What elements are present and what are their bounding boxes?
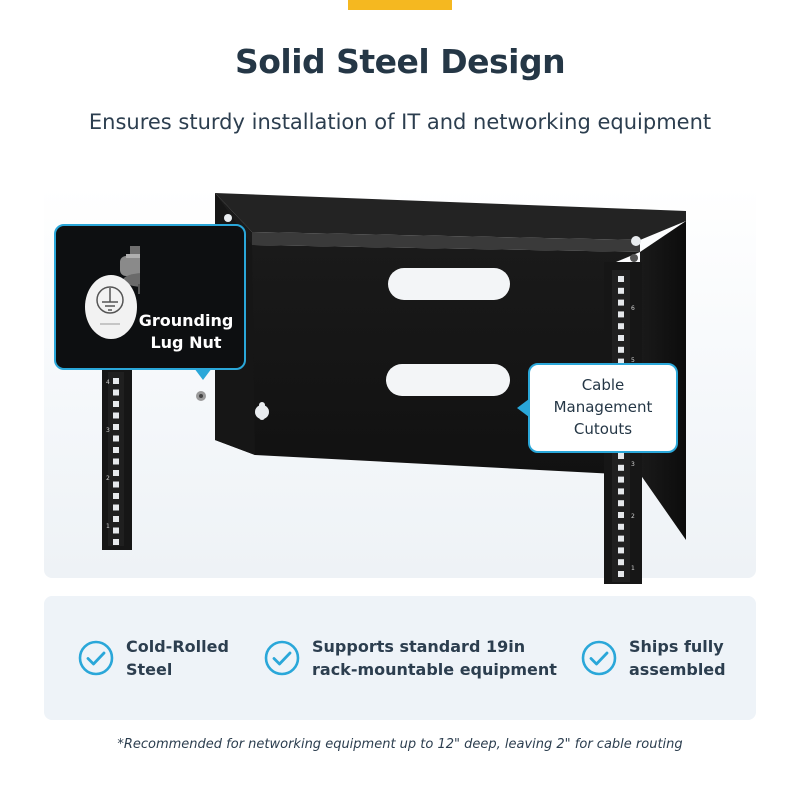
rail-unit-number: 6 — [631, 305, 635, 312]
accent-bar — [348, 0, 452, 10]
rail-hole — [113, 389, 119, 396]
lug-nut-icon — [120, 246, 140, 294]
rail-hole — [113, 539, 119, 545]
rail-hole — [113, 481, 119, 488]
rail-hole — [113, 378, 119, 384]
rail-unit-number: 2 — [631, 513, 635, 520]
rail-hole — [618, 559, 624, 566]
callout-pointer — [517, 399, 529, 417]
rail-hole — [618, 547, 624, 554]
rail-unit-number: 2 — [106, 475, 110, 482]
page-title: Solid Steel Design — [234, 42, 566, 81]
cable-management-label: Cable Management Cutouts — [553, 376, 653, 438]
rail-hole — [618, 488, 624, 495]
grounding-lug-label: Grounding Lug Nut — [138, 311, 234, 352]
rail-unit-number: 4 — [106, 379, 110, 386]
rail-hole — [618, 346, 624, 353]
rail-unit-number: 5 — [631, 357, 635, 364]
rail-hole — [113, 401, 119, 407]
check-circle-icon — [581, 640, 617, 676]
page-subtitle: Ensures sturdy installation of IT and ne… — [88, 110, 712, 134]
rail-hole — [113, 458, 119, 465]
rail-hole — [113, 470, 119, 476]
rail-unit-number: 3 — [106, 427, 110, 434]
ground-symbol-icon — [85, 275, 137, 339]
callout-pointer — [194, 368, 212, 380]
rail-hole — [113, 424, 119, 430]
rail-hole — [618, 276, 624, 282]
feature-text: Ships fully assembled — [629, 637, 726, 679]
rail-hole — [618, 287, 624, 294]
rail-hole — [618, 500, 624, 507]
check-circle-icon — [78, 640, 114, 676]
feature-text: Cold-Rolled Steel — [126, 637, 229, 679]
feature-ships-assembled: Ships fully assembled — [581, 596, 726, 720]
rail-hole — [618, 571, 624, 577]
cable-management-callout: Cable Management Cutouts — [517, 363, 678, 453]
rail-hole — [618, 335, 624, 341]
rail-hole — [618, 453, 624, 459]
footnote: *Recommended for networking equipment up… — [117, 737, 683, 752]
feature-19in-support: Supports standard 19in rack-mountable eq… — [264, 596, 557, 720]
feature-cold-rolled-steel: Cold-Rolled Steel — [78, 596, 229, 720]
rail-hole — [618, 523, 624, 530]
rail-unit-number: 3 — [631, 461, 635, 468]
rail-hole — [618, 512, 624, 518]
rail-unit-number: 1 — [106, 523, 110, 530]
rail-hole — [618, 535, 624, 542]
rail-hole — [618, 323, 624, 330]
rail-hole — [113, 412, 119, 419]
rail-hole — [113, 504, 119, 511]
rail-hole — [113, 493, 119, 499]
rail-hole — [113, 447, 119, 453]
feature-text: Supports standard 19in rack-mountable eq… — [312, 637, 557, 679]
rail-unit-number: 1 — [631, 565, 635, 572]
rail-hole — [618, 464, 624, 471]
rail-hole — [618, 476, 624, 483]
grounding-lug-callout: Grounding Lug Nut — [54, 224, 246, 380]
rail-hole — [113, 527, 119, 534]
check-circle-icon — [264, 640, 300, 676]
rail-hole — [113, 435, 119, 442]
rail-hole — [618, 358, 624, 365]
features-panel: Cold-Rolled Steel Supports standard 19in… — [44, 596, 756, 720]
rail-hole — [618, 311, 624, 318]
rail-hole — [113, 516, 119, 522]
rail-hole — [618, 299, 624, 306]
